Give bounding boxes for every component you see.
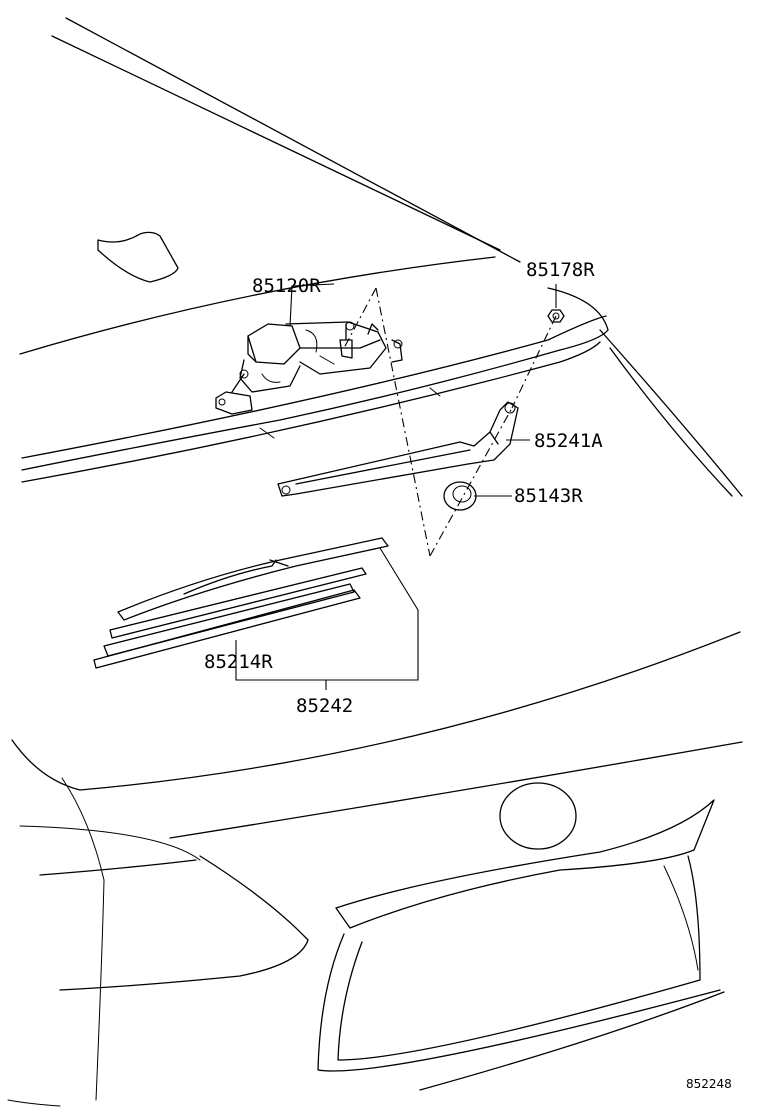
label-85214R: 85214R bbox=[204, 651, 273, 673]
figure-code: 852248 bbox=[686, 1077, 732, 1091]
wiper-motor-drawing bbox=[215, 321, 403, 415]
label-85143R: 85143R bbox=[514, 485, 583, 507]
wiper-blade-drawing bbox=[93, 537, 389, 669]
vehicle-body-outline bbox=[7, 17, 743, 1107]
label-85120R: 85120R bbox=[252, 275, 321, 297]
wiper-arm-drawing bbox=[277, 401, 519, 497]
leader-lines bbox=[235, 283, 557, 690]
label-85178R: 85178R bbox=[526, 259, 595, 281]
installation-guide-lines bbox=[343, 287, 557, 557]
nut-drawing bbox=[547, 309, 565, 323]
label-85241A: 85241A bbox=[534, 430, 603, 452]
cap-drawing bbox=[443, 481, 477, 511]
label-85242: 85242 bbox=[296, 695, 353, 717]
